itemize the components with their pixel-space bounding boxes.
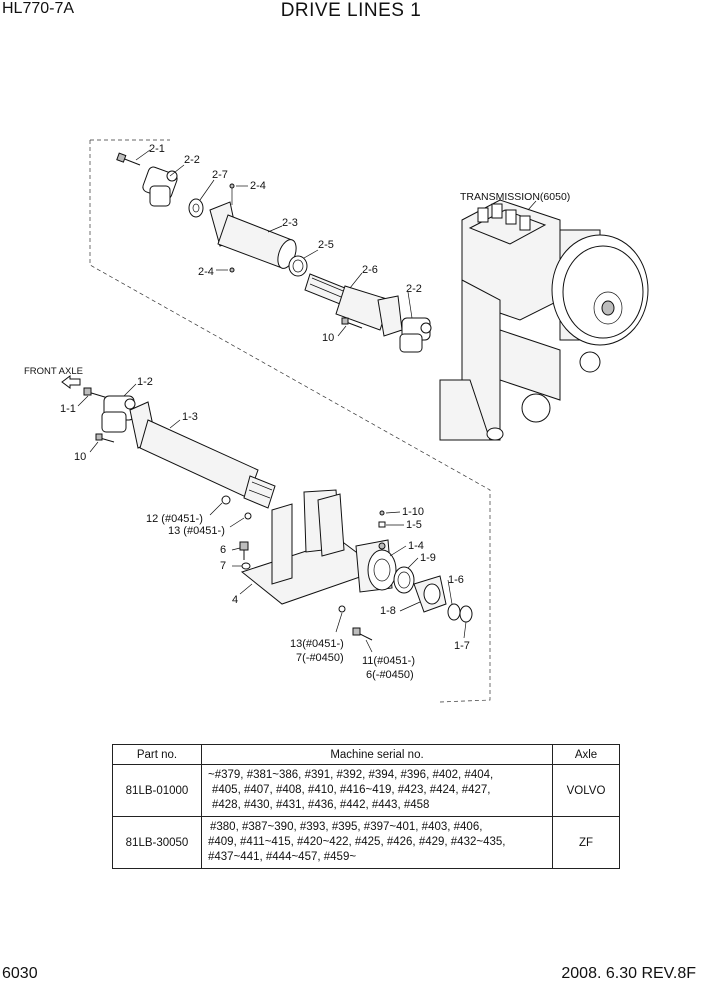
label-7: 7	[220, 560, 226, 572]
seal-1-9	[393, 566, 415, 594]
label-1-9: 1-9	[420, 552, 436, 564]
page-number: 6030	[2, 965, 38, 982]
nut-1-7	[459, 605, 473, 623]
u-joint-2-2-upper	[142, 166, 178, 207]
table-row: 81LB-01000 ~#379, #381~386, #391, #392, …	[112, 764, 620, 817]
label-front-axle: FRONT AXLE	[24, 366, 83, 377]
label-1-7: 1-7	[454, 640, 470, 652]
serial-line: #380, #387~390, #393, #395, #397~401, #4…	[210, 821, 483, 833]
support-bracket-4	[240, 489, 382, 605]
leader-lines	[77, 149, 537, 653]
label-2-1: 2-1	[149, 143, 165, 155]
part-number: 81LB-01000	[112, 764, 202, 817]
upper-shaft-assembly	[116, 152, 432, 353]
label-10-upper: 10	[322, 332, 334, 344]
revision-date: 2008. 6.30 REV.8F	[561, 965, 696, 982]
label-2-3: 2-3	[282, 217, 298, 229]
header-machine-serial: Machine serial no.	[201, 744, 553, 765]
label-13-lower: 13(#0451-)	[290, 638, 344, 650]
label-2-5: 2-5	[318, 239, 334, 251]
label-10-lower: 10	[74, 451, 86, 463]
nut-7	[241, 562, 251, 570]
label-4: 4	[232, 594, 238, 606]
label-6: 6	[220, 544, 226, 556]
label-1-5: 1-5	[406, 519, 422, 531]
transmission-housing	[439, 199, 649, 441]
serial-range: #380, #387~390, #393, #395, #397~401, #4…	[201, 816, 553, 869]
label-13-upper: 13 (#0451-)	[168, 525, 225, 537]
label-1-2: 1-2	[137, 376, 153, 388]
model-code: HL770-7A	[2, 0, 75, 17]
axle-type: VOLVO	[552, 764, 620, 817]
header-part-no: Part no.	[112, 744, 202, 765]
seal-ring-2-5	[288, 255, 308, 277]
cap-2-7	[188, 198, 204, 218]
serial-line: #405, #407, #408, #410, #416~419, #423, …	[212, 784, 491, 796]
front-axle-arrow	[61, 375, 81, 389]
serial-line: #409, #411~415, #420~422, #425, #426, #4…	[208, 836, 506, 848]
drive-shaft-1-3	[129, 401, 276, 509]
washer-1-6	[447, 603, 461, 621]
bolt-2-1	[116, 152, 141, 166]
u-joint-2-2-lower	[399, 317, 432, 353]
label-1-6: 1-6	[448, 574, 464, 586]
label-1-8: 1-8	[380, 605, 396, 617]
label-2-2-upper: 2-2	[184, 154, 200, 166]
label-11: 11(#0451-)	[362, 655, 415, 667]
part-number: 81LB-30050	[112, 816, 202, 869]
page-title: DRIVE LINES 1	[280, 0, 422, 21]
label-2-2-lower: 2-2	[406, 283, 422, 295]
serial-line: ~#379, #381~386, #391, #392, #394, #396,…	[208, 769, 494, 781]
lower-shaft-assembly	[83, 387, 276, 520]
serial-line: #428, #430, #431, #436, #442, #443, #458	[212, 799, 430, 811]
label-6-lower: 6(-#0450)	[366, 669, 414, 681]
slip-tube-2-3	[209, 201, 297, 269]
label-7-lower: 7(-#0450)	[296, 652, 344, 664]
bolt-6	[239, 541, 249, 551]
exploded-view-frame	[89, 140, 491, 703]
header-axle: Axle	[552, 744, 620, 765]
splined-shaft-2-6	[304, 273, 403, 337]
bolt-10-upper	[341, 317, 363, 329]
label-1-10: 1-10	[402, 506, 424, 518]
label-2-4-lower: 2-4	[198, 266, 214, 278]
label-12: 12 (#0451-)	[146, 513, 203, 525]
table-header-row: Part no. Machine serial no. Axle	[112, 744, 620, 765]
label-2-7: 2-7	[212, 169, 228, 181]
label-transmission: TRANSMISSION(6050)	[460, 191, 570, 203]
serial-line: #437~441, #444~457, #459~	[208, 851, 357, 863]
label-1-3: 1-3	[182, 411, 198, 423]
label-2-6: 2-6	[362, 264, 378, 276]
label-1-4: 1-4	[408, 540, 424, 552]
u-joint-1-2	[101, 395, 136, 433]
table-row: 81LB-30050 #380, #387~390, #393, #395, #…	[112, 816, 620, 869]
axle-type: ZF	[552, 816, 620, 869]
label-1-1: 1-1	[60, 403, 76, 415]
serial-number-table: Part no. Machine serial no. Axle 81LB-01…	[112, 744, 620, 869]
label-2-4-upper: 2-4	[250, 180, 266, 192]
bearing-block-1-4	[355, 539, 397, 593]
flange-yoke-1-8	[413, 575, 447, 613]
serial-range: ~#379, #381~386, #391, #392, #394, #396,…	[201, 764, 553, 817]
